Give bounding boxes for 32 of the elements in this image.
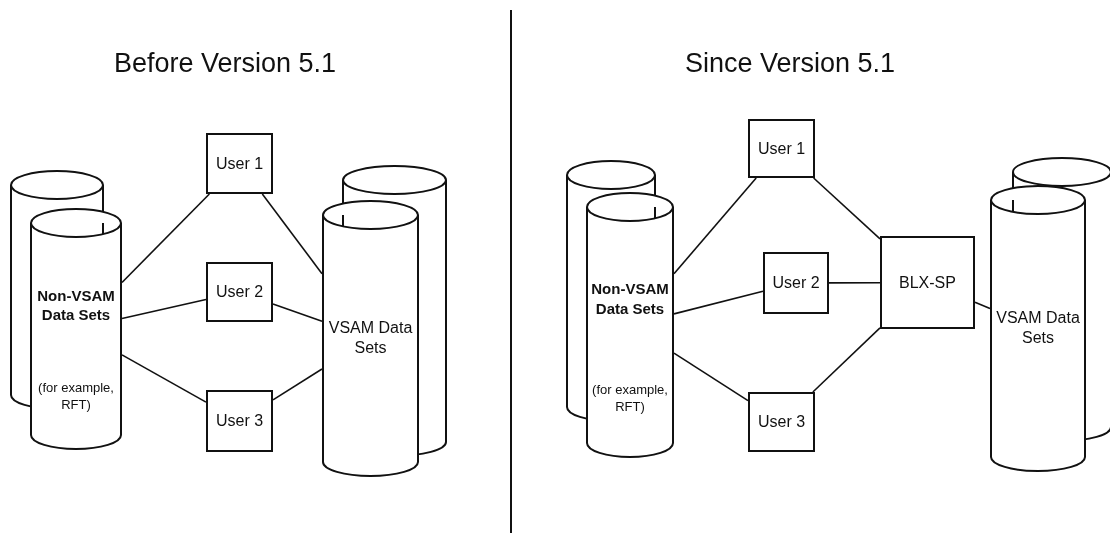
database-cylinder [990,185,1086,472]
connector-line [673,352,749,402]
connector-line [828,281,881,284]
connector-line [673,177,757,275]
process-box: User 3 [206,390,273,452]
connector-line [974,301,991,310]
connector-line [121,354,207,403]
database-cylinder [322,200,419,477]
connector-line [812,177,881,240]
process-box: BLX-SP [880,236,975,329]
connector-line [272,303,323,323]
node-label: Non-VSAM Data Sets [590,278,670,318]
connector-line [812,327,881,393]
process-box: User 3 [748,392,815,452]
connector-line [673,290,764,315]
process-box: User 1 [748,119,815,178]
node-label: Non-VSAM Data Sets [36,285,116,325]
process-box: User 1 [206,133,273,194]
database-cylinder [586,192,674,458]
panel-title: Before Version 5.1 [112,48,338,79]
process-box: User 2 [206,262,273,322]
connector-line [121,193,211,284]
process-box: User 2 [763,252,829,314]
connector-line [121,298,207,320]
node-label: VSAM Data Sets [327,317,414,359]
database-cylinder [30,208,122,450]
node-note: (for example, RFT) [591,382,669,417]
connector-line [272,368,323,401]
node-label: VSAM Data Sets [995,307,1081,349]
node-note: (for example, RFT) [37,379,115,414]
connector-line [261,193,323,275]
panel-title: Since Version 5.1 [683,48,897,79]
